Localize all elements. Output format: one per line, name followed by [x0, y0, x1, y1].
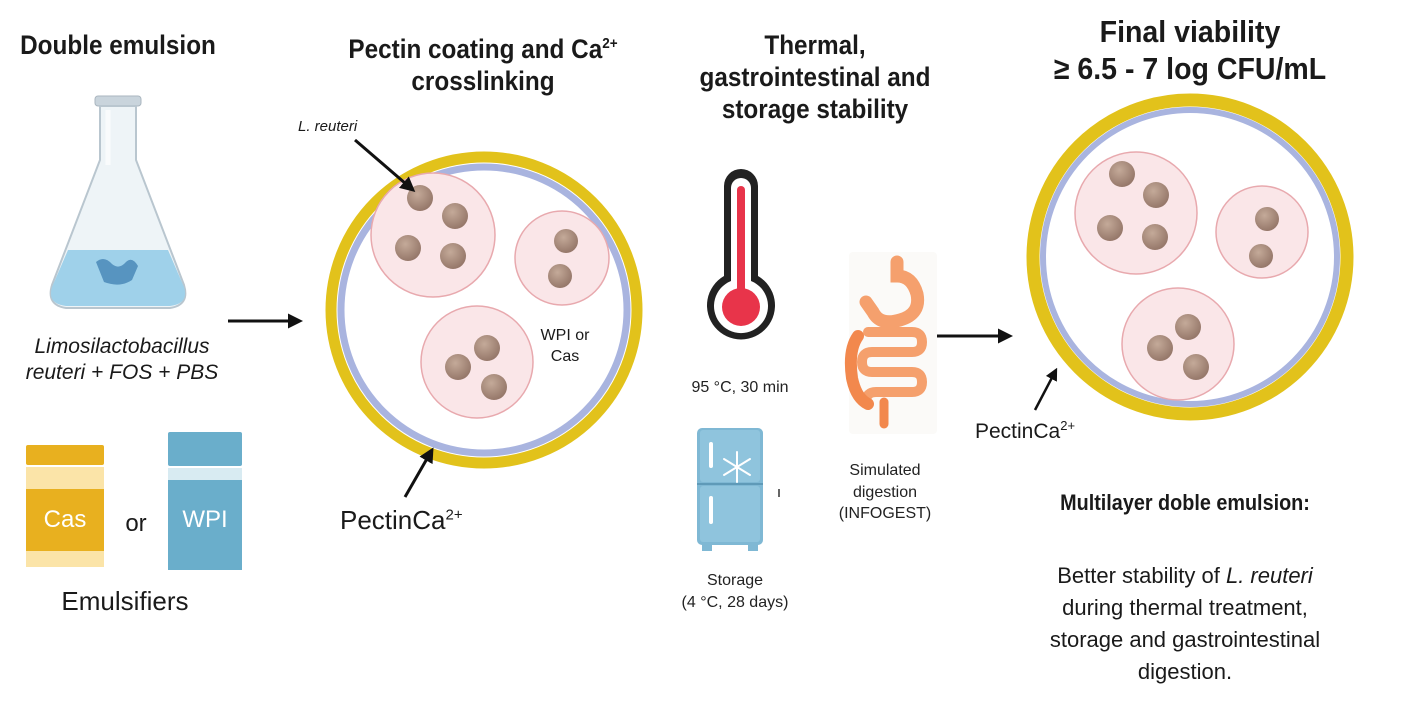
thermometer-icon: [707, 169, 775, 340]
droplet-phase-line-1: WPI or: [540, 327, 590, 344]
coating-pointer-arrow: [403, 447, 434, 498]
wpi-jar-icon: [168, 432, 242, 570]
wpi-jar-label: WPI: [182, 506, 228, 533]
inner-droplet: [420, 305, 534, 419]
storage-label: Storage (4 °C, 28 days): [650, 570, 820, 613]
ingredients-line-1: Limosilactobacillus: [34, 335, 210, 358]
coating-label: PectinCa2+: [340, 505, 463, 536]
panel3-title-line-2: gastrointestinal and: [699, 61, 931, 92]
fridge-icon: [697, 428, 780, 551]
conclusion-prefix: Better stability of: [1057, 563, 1226, 588]
final-capsule-diagram: [1026, 93, 1354, 421]
droplet-phase-label: WPI or Cas: [530, 326, 600, 368]
conclusion-heading: Multilayer doble emulsion:: [1060, 490, 1310, 515]
emulsifiers-label: Emulsifiers: [61, 586, 189, 616]
digestion-label: Simulated digestion (INFOGEST): [810, 460, 960, 525]
storage-line-1: Storage: [706, 572, 764, 589]
cas-jar-icon: [26, 445, 104, 567]
digestion-line-2: digestion: [852, 483, 918, 501]
panel3-title-line-3: storage stability: [721, 93, 909, 124]
bacteria-pointer-arrow: [354, 138, 416, 192]
conclusion-line-4: digestion.: [1137, 658, 1233, 684]
panel4-title-line-2: ≥ 6.5 - 7 log CFU/mL: [1053, 50, 1327, 86]
panel2-title: Pectin coating and Ca2+ crosslinking: [320, 34, 646, 98]
cas-jar-label: Cas: [43, 506, 87, 533]
digestive-tract-icon: [844, 252, 937, 434]
digestion-line-1: Simulated: [849, 462, 921, 479]
panel3-title-line-1: Thermal,: [764, 30, 866, 60]
coating-label-text: PectinCa: [340, 505, 446, 535]
ingredients-label: Limosilactobacillus reuteri + FOS + PBS: [0, 334, 244, 387]
panel4-title-line-1: Final viability: [1099, 14, 1281, 49]
panel2-title-line-2: crosslinking: [411, 65, 555, 96]
panel1-title: Double emulsion: [20, 30, 216, 60]
final-coating-pointer-arrow: [1033, 367, 1058, 411]
panel4-title: Final viability ≥ 6.5 - 7 log CFU/mL: [1034, 14, 1347, 87]
inner-droplet: [1074, 151, 1198, 275]
conclusion-line-3: storage and gastrointestinal: [1049, 626, 1321, 652]
thermal-treatment-label: 95 °C, 30 min: [691, 379, 789, 396]
conclusion-line-2: during thermal treatment,: [1062, 594, 1308, 620]
final-coating-label: PectinCa2+: [975, 418, 1075, 444]
inner-droplet: [370, 172, 496, 298]
panel2-title-line-1: Pectin coating and Ca: [348, 34, 603, 64]
storage-line-2: (4 °C, 28 days): [681, 593, 789, 611]
digestion-line-3: (INFOGEST): [838, 505, 932, 523]
panel3-title: Thermal, gastrointestinal and storage st…: [685, 30, 946, 126]
coated-emulsion-diagram: [325, 151, 643, 469]
or-label: or: [125, 510, 147, 537]
ingredients-line-2: reuteri + FOS + PBS: [25, 361, 219, 385]
bacteria-label: L. reuteri: [298, 118, 358, 135]
conclusion-text: Better stability of L. reuteri during th…: [1000, 560, 1370, 688]
conclusion-line-1: Better stability of L. reuteri: [1000, 560, 1370, 592]
droplet-phase-line-2: Cas: [550, 347, 580, 365]
panel2-title-superscript: 2+: [602, 35, 618, 52]
coating-label-superscript: 2+: [445, 506, 463, 524]
inner-droplet: [1121, 287, 1235, 401]
inner-droplet: [1215, 185, 1309, 279]
conclusion-species: L. reuteri: [1225, 563, 1313, 588]
flask-icon: [49, 95, 187, 309]
inner-droplet: [514, 210, 610, 306]
final-coating-label-superscript: 2+: [1060, 418, 1076, 433]
final-coating-label-text: PectinCa: [975, 420, 1061, 443]
